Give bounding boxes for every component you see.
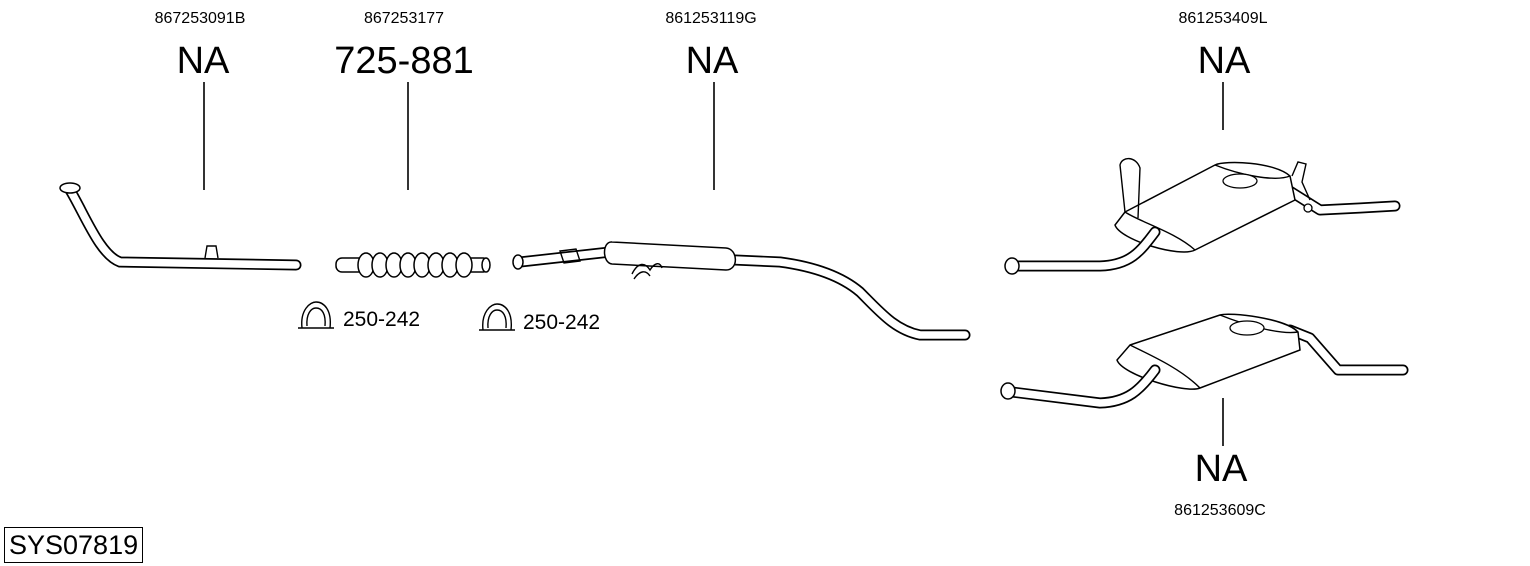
part-front-pipe: 867253091B NA (59, 10, 302, 271)
rear-upper-front-hanger (1119, 157, 1141, 219)
rear-silencer-upper-part-number: NA (1198, 40, 1251, 82)
rear-silencer-lower-oem-number: 861253609C (1174, 502, 1266, 519)
clamp-1-part-number: 250-242 (343, 308, 420, 331)
flex-pipe-bellows (357, 252, 473, 278)
middle-pipe-bracket (559, 248, 581, 264)
rear-silencer-lower-part-number: NA (1195, 448, 1248, 490)
rear-upper-rear-hanger (1291, 161, 1311, 201)
rear-silencer-upper-oem-number: 861253409L (1179, 10, 1268, 27)
middle-silencer-part-number: NA (686, 40, 739, 82)
middle-silencer-hanger (631, 263, 663, 275)
center-silencer-body (603, 241, 737, 271)
flex-pipe-part-number: 725-881 (334, 40, 473, 82)
clamp-2: 250-242 (479, 303, 600, 334)
system-code-label: SYS07819 (4, 527, 144, 563)
flex-pipe-oem-number: 867253177 (364, 10, 444, 27)
middle-silencer-oem-number: 861253119G (665, 10, 756, 27)
front-pipe-hanger (204, 245, 219, 259)
part-flex-pipe: 867253177 725-881 (334, 10, 491, 278)
front-pipe-oem-number: 867253091B (155, 10, 246, 27)
clamp-2-part-number: 250-242 (523, 311, 600, 334)
front-pipe-flange (59, 182, 81, 194)
rear-upper-silencer-body (1114, 161, 1296, 253)
front-pipe-part-number: NA (177, 40, 230, 82)
part-rear-silencer-lower: NA 861253609C (1000, 313, 1409, 519)
clamp-2-icon (482, 303, 512, 331)
part-rear-silencer-upper: 861253409L NA (1004, 10, 1401, 275)
clamp-1: 250-242 (298, 301, 420, 331)
part-middle-silencer: 861253119G NA (512, 10, 971, 341)
clamp-1-icon (301, 301, 331, 329)
